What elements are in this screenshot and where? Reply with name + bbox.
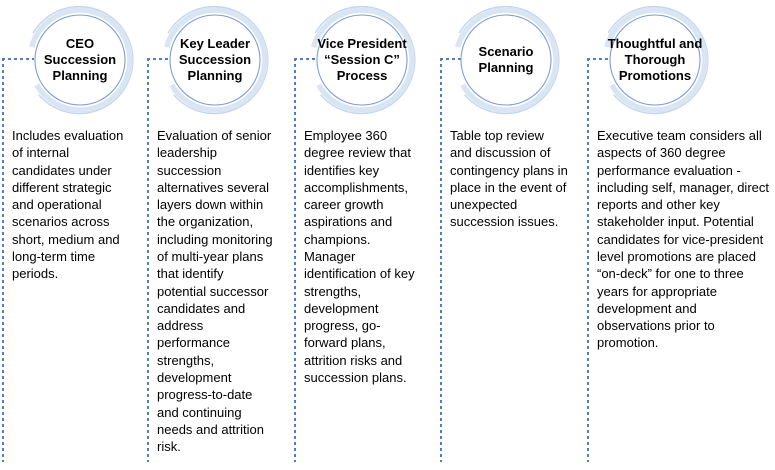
- dashed-connector-horizontal: [440, 58, 464, 60]
- circle-badge: Key Leader Succession Planning: [159, 4, 271, 116]
- dashed-connector-vertical: [587, 58, 589, 462]
- circle-title: Thoughtful and Thorough Promotions: [607, 36, 703, 83]
- column-ceo-succession: CEO Succession Planning Includes evaluat…: [2, 0, 142, 470]
- circle-ring-icon: [455, 5, 560, 115]
- circle-badge: Thoughtful and Thorough Promotions: [599, 4, 711, 116]
- circle-title: Scenario Planning: [478, 44, 534, 75]
- column-session-c-process: Vice President “Session C” Process Emplo…: [294, 0, 434, 470]
- circle-ring-icon: [29, 5, 134, 115]
- column-key-leader-succession: Key Leader Succession Planning Evaluatio…: [147, 0, 287, 470]
- column-description: Table top review and discussion of conti…: [450, 128, 568, 230]
- column-description: Employee 360 degree review that identifi…: [304, 128, 415, 385]
- dashed-connector-horizontal: [294, 58, 318, 60]
- dashed-connector-vertical: [294, 58, 296, 462]
- circle-badge: Scenario Planning: [450, 4, 562, 116]
- circle-title: Key Leader Succession Planning: [178, 36, 252, 83]
- column-description: Evaluation of senior leadership successi…: [157, 128, 273, 455]
- dashed-connector-horizontal: [587, 58, 611, 60]
- column-description: Executive team considers all aspects of …: [597, 128, 769, 351]
- circle-title: CEO Succession Planning: [43, 36, 117, 83]
- column-thoughtful-promotions: Thoughtful and Thorough Promotions Execu…: [587, 0, 775, 470]
- dashed-connector-horizontal: [2, 58, 34, 60]
- circle-title: Vice President “Session C” Process: [317, 36, 407, 83]
- dashed-connector-vertical: [2, 58, 4, 462]
- circle-badge: Vice President “Session C” Process: [306, 4, 418, 116]
- dashed-connector-vertical: [440, 58, 442, 462]
- dashed-connector-horizontal: [147, 58, 171, 60]
- circle-ring-icon: [604, 5, 709, 115]
- circle-badge: CEO Succession Planning: [24, 4, 136, 116]
- column-description: Includes evaluation of internal candidat…: [12, 128, 124, 282]
- circle-ring-icon: [311, 5, 416, 115]
- circle-ring-icon: [164, 5, 269, 115]
- column-scenario-planning: Scenario Planning Table top review and d…: [440, 0, 580, 470]
- dashed-connector-vertical: [147, 58, 149, 462]
